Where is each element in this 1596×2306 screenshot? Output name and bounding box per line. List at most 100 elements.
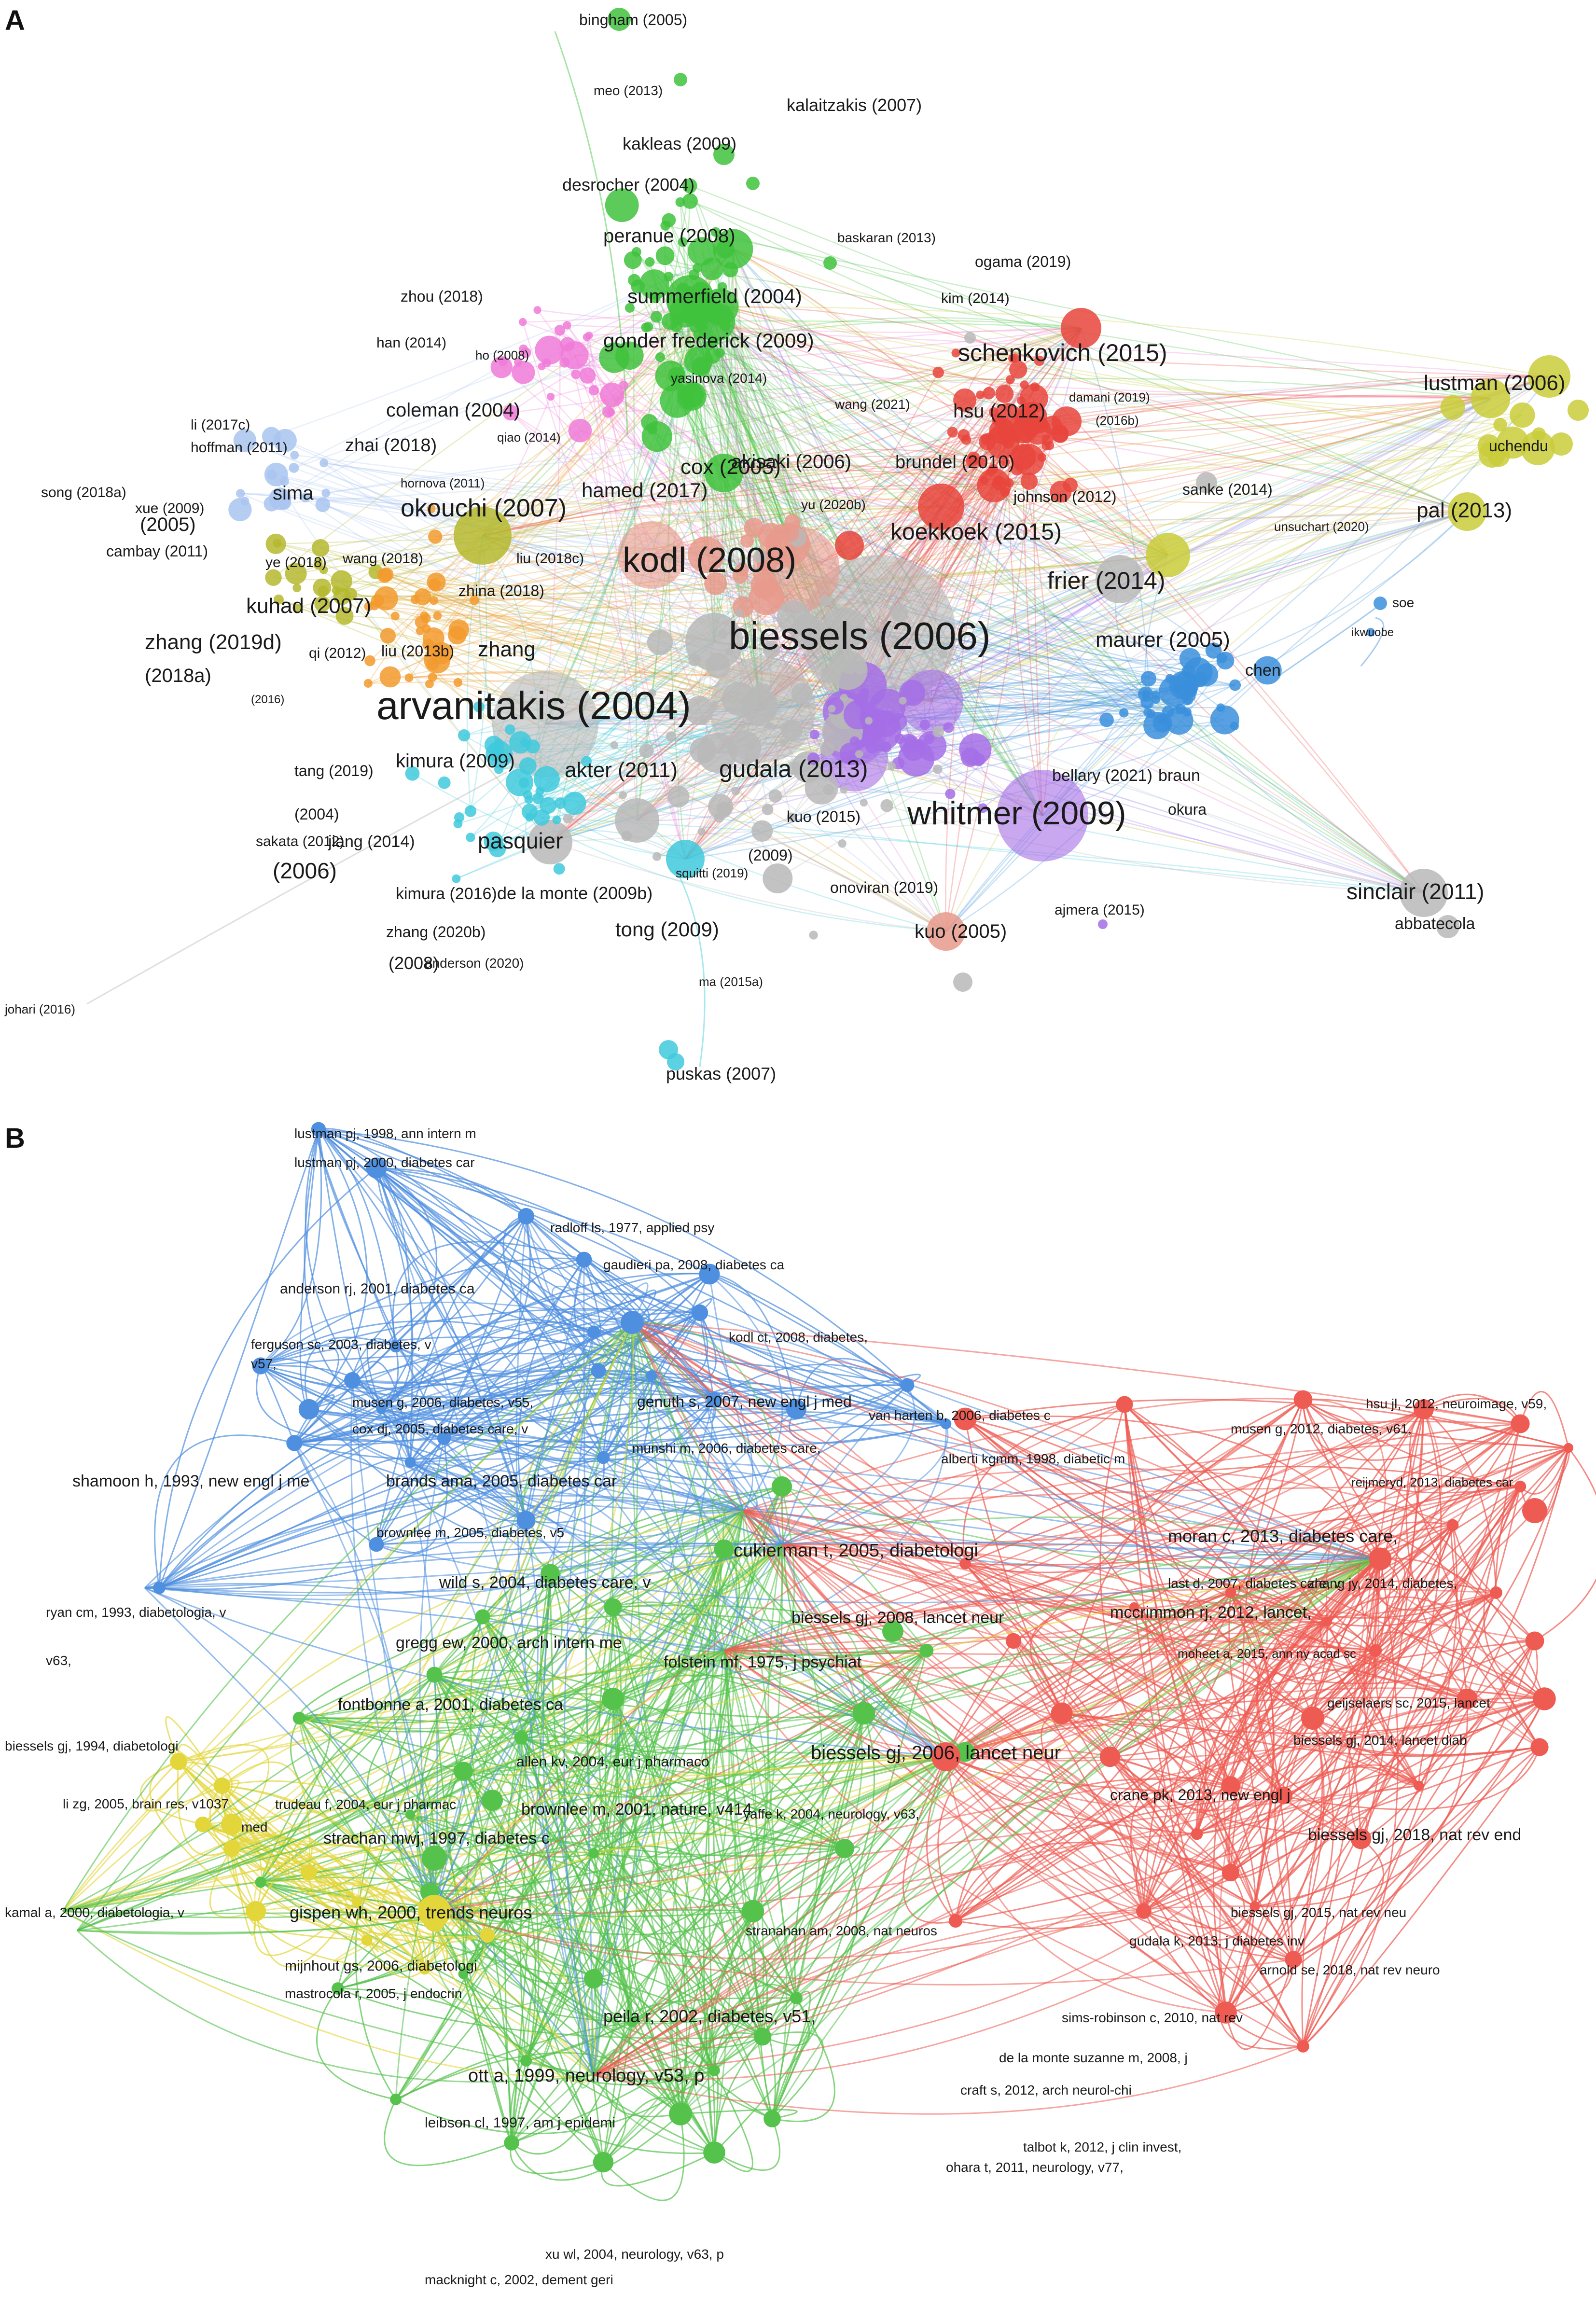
network-edge — [719, 306, 749, 699]
network-edge — [434, 1573, 563, 1682]
network-edge — [632, 1321, 1381, 1560]
network-node — [469, 595, 479, 605]
network-edge — [76, 1930, 594, 2083]
network-edge — [375, 1167, 414, 1410]
network-node — [498, 357, 508, 367]
network-node — [273, 594, 284, 605]
network-edge — [177, 1744, 223, 1786]
network-edge — [854, 708, 1181, 759]
panel-a-node-label: kuo (2005) — [915, 921, 1007, 942]
network-edge — [62, 1910, 594, 2076]
network-edge — [715, 321, 1523, 416]
network-edge — [720, 352, 1468, 513]
network-node — [292, 603, 302, 613]
network-node — [645, 257, 655, 267]
network-node — [240, 497, 250, 506]
network-edge — [376, 1167, 527, 1217]
network-node — [655, 246, 675, 265]
network-node — [591, 1363, 606, 1378]
network-edge — [366, 1322, 633, 1941]
network-node — [796, 613, 818, 634]
network-edge — [432, 1911, 594, 2010]
network-node — [585, 332, 593, 340]
network-node — [1511, 1414, 1530, 1433]
network-edge — [375, 1167, 595, 2076]
network-node — [919, 1643, 934, 1658]
network-node — [714, 812, 724, 823]
network-edge — [603, 1713, 865, 2163]
network-node — [628, 274, 641, 287]
network-edge — [1302, 1746, 1540, 2047]
network-edge — [593, 1978, 683, 2114]
network-edge — [435, 506, 942, 538]
network-edge — [631, 1322, 1255, 1907]
panel-a-node-label: frier (2014) — [1047, 567, 1166, 594]
network-node — [719, 320, 731, 331]
network-edge — [1030, 396, 1491, 426]
network-node — [664, 705, 674, 714]
network-edge — [550, 1547, 725, 1651]
network-edge — [419, 1438, 445, 1912]
panel-a-node-label: ajmera (2015) — [1055, 902, 1145, 918]
network-node — [693, 330, 704, 340]
network-edge — [931, 398, 1491, 702]
network-edge — [723, 1399, 1304, 1652]
network-node — [1229, 679, 1241, 691]
network-edge — [410, 1461, 724, 1652]
network-edge — [444, 1384, 908, 1439]
network-edge — [720, 306, 1043, 816]
panel-a-node-label: (2006) — [273, 858, 337, 883]
network-edge — [1230, 1592, 1294, 1960]
network-edge — [1167, 415, 1523, 556]
network-node — [997, 770, 1088, 861]
network-node — [292, 583, 302, 593]
network-node — [426, 657, 439, 670]
network-edge — [631, 1321, 928, 1651]
network-edge — [376, 1167, 599, 1371]
network-edge — [945, 660, 1226, 932]
network-edge — [781, 1447, 1569, 1546]
network-edge — [574, 355, 715, 642]
panel-b-node-label: kodl ct, 2008, diabetes, — [729, 1330, 868, 1345]
network-edge — [299, 1717, 946, 1758]
network-node — [1034, 355, 1045, 366]
panel-a-node-label: qi (2012) — [309, 645, 366, 661]
network-node — [390, 611, 400, 621]
network-node — [1487, 445, 1510, 467]
network-edge — [593, 1558, 1376, 1854]
network-node — [563, 813, 573, 824]
network-edge — [693, 387, 942, 508]
network-node — [699, 1264, 720, 1285]
network-edge — [1007, 443, 1043, 816]
network-edge — [408, 306, 721, 679]
network-edge — [429, 1891, 763, 2049]
network-edge — [965, 1418, 1468, 1700]
network-edge — [723, 465, 999, 481]
panel-a-node-label: brundel (2010) — [895, 452, 1014, 472]
network-node — [1051, 1702, 1073, 1724]
network-edge — [593, 1544, 783, 1854]
network-edge — [386, 574, 760, 707]
network-node — [245, 1901, 266, 1922]
panel-a-node-label: biessels (2006) — [729, 614, 991, 657]
network-edge — [526, 1215, 946, 1425]
network-node — [571, 369, 581, 379]
network-node — [1129, 1602, 1139, 1612]
network-edge — [719, 306, 767, 688]
network-node — [426, 1667, 443, 1683]
network-node — [494, 764, 504, 774]
network-edge — [550, 1572, 846, 1849]
network-node — [1528, 355, 1570, 398]
network-edge — [410, 1814, 845, 1857]
network-edge — [541, 366, 1120, 580]
network-node — [621, 831, 632, 842]
network-edge — [143, 1761, 222, 1812]
network-node — [1221, 1863, 1240, 1882]
panel-a-node-label: ma (2015a) — [699, 974, 763, 989]
network-edge — [781, 1543, 947, 1757]
network-edge — [1186, 711, 1424, 894]
network-node — [819, 595, 830, 606]
network-edge — [945, 1632, 1376, 1758]
network-edge — [433, 1754, 946, 1921]
